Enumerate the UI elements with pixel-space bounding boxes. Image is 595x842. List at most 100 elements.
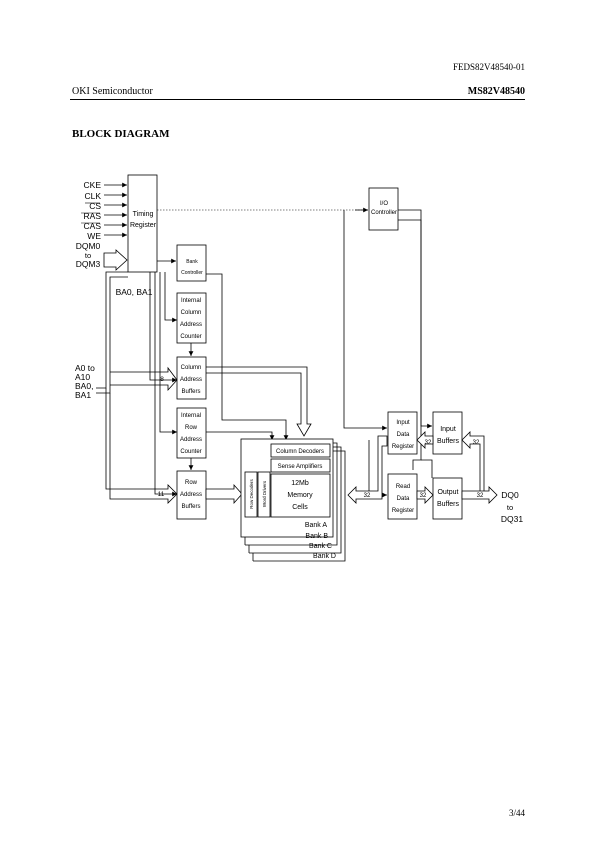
cke-label: CKE bbox=[84, 180, 102, 190]
page-number: 3/44 bbox=[508, 808, 525, 818]
bus-output-to-dq bbox=[461, 486, 498, 504]
svg-text:Sense Amplifiers: Sense Amplifiers bbox=[278, 464, 323, 470]
internal-row-counter: Internal Row Address Counter bbox=[176, 407, 207, 459]
column-address-buffers: Column Address Buffers bbox=[176, 356, 207, 400]
svg-text:DQM3: DQM3 bbox=[76, 259, 101, 269]
svg-text:Input: Input bbox=[396, 420, 410, 426]
svg-text:Row Decoders: Row Decoders bbox=[249, 478, 254, 508]
svg-text:Bank: Bank bbox=[186, 259, 198, 265]
company-name: OKI Semiconductor bbox=[72, 86, 153, 97]
svg-text:BA0,: BA0, bbox=[75, 381, 93, 391]
svg-text:Register: Register bbox=[392, 444, 414, 450]
address-bus bbox=[96, 271, 178, 504]
svg-text:Address: Address bbox=[180, 492, 202, 498]
svg-text:Controller: Controller bbox=[371, 210, 397, 216]
svg-text:Counter: Counter bbox=[180, 334, 201, 340]
svg-text:32: 32 bbox=[477, 493, 484, 499]
cas-label: CAS bbox=[84, 221, 102, 231]
row-decoders bbox=[244, 471, 258, 518]
svg-text:Register: Register bbox=[392, 508, 414, 514]
svg-text:Data: Data bbox=[397, 496, 410, 502]
ras-label: RAS bbox=[84, 211, 102, 221]
svg-text:Bank A: Bank A bbox=[305, 522, 328, 529]
dq-label: DQ0 to DQ31 bbox=[501, 490, 523, 524]
column-decoders bbox=[270, 443, 331, 458]
sense-amplifiers bbox=[270, 458, 331, 473]
svg-text:Buffers: Buffers bbox=[182, 389, 201, 395]
section-title: BLOCK DIAGRAM bbox=[72, 128, 170, 140]
svg-text:BA1: BA1 bbox=[75, 390, 91, 400]
clk-label: CLK bbox=[84, 191, 101, 201]
svg-text:Memory: Memory bbox=[287, 492, 313, 499]
svg-text:Column Decoders: Column Decoders bbox=[276, 449, 324, 455]
svg-text:A0 to: A0 to bbox=[75, 363, 95, 373]
row-address-buffers: Row Address Buffers bbox=[176, 470, 207, 520]
svg-text:Read: Read bbox=[396, 484, 410, 490]
bank-b-label: Bank B bbox=[305, 533, 328, 540]
svg-text:12Mb: 12Mb bbox=[291, 480, 309, 487]
bus-read-to-output bbox=[416, 486, 434, 504]
svg-text:Row: Row bbox=[185, 425, 198, 431]
svg-text:32: 32 bbox=[420, 493, 427, 499]
input-data-register: Input Data Register bbox=[387, 411, 418, 455]
svg-text:Controller: Controller bbox=[181, 270, 203, 276]
row-bus bbox=[205, 483, 243, 505]
bus-input-to-register bbox=[416, 431, 434, 449]
address-input-label: A0 to A10 BA0, BA1 bbox=[75, 363, 95, 400]
io-controller: I/O Controller bbox=[368, 187, 399, 231]
cs-label: CS bbox=[89, 201, 101, 211]
internal-column-counter: Internal Column Address Counter bbox=[176, 292, 207, 344]
timing-register: Timing Register bbox=[127, 174, 158, 273]
svg-text:Internal: Internal bbox=[181, 413, 201, 419]
svg-text:Timing: Timing bbox=[133, 211, 154, 218]
svg-text:Address: Address bbox=[180, 322, 202, 328]
svg-text:Buffers: Buffers bbox=[437, 438, 460, 445]
svg-text:Data: Data bbox=[397, 432, 410, 438]
input-buffers: Input Buffers bbox=[432, 411, 463, 455]
svg-text:to: to bbox=[507, 503, 513, 512]
svg-text:11: 11 bbox=[158, 491, 165, 498]
svg-text:Counter: Counter bbox=[180, 449, 201, 455]
we-label: WE bbox=[87, 231, 101, 241]
svg-text:32: 32 bbox=[425, 440, 432, 446]
svg-text:Cells: Cells bbox=[292, 504, 308, 511]
svg-text:Address: Address bbox=[180, 437, 202, 443]
svg-text:A10: A10 bbox=[75, 372, 90, 382]
svg-text:DQ0: DQ0 bbox=[501, 490, 519, 500]
svg-text:Register: Register bbox=[130, 222, 157, 229]
dqm-label: DQM0 bbox=[76, 241, 101, 251]
svg-text:8: 8 bbox=[160, 376, 164, 383]
read-data-register: Read Data Register bbox=[387, 473, 418, 520]
bank-a: Column Decoders Sense Amplifiers Row Dec… bbox=[240, 438, 334, 538]
svg-text:Internal: Internal bbox=[181, 298, 201, 304]
svg-text:Buffers: Buffers bbox=[437, 501, 460, 508]
header-rule bbox=[70, 99, 525, 100]
word-drivers bbox=[257, 471, 271, 518]
svg-text:Column: Column bbox=[181, 310, 202, 316]
svg-text:32: 32 bbox=[364, 493, 371, 499]
svg-text:Row: Row bbox=[185, 480, 198, 486]
svg-text:32: 32 bbox=[473, 440, 480, 446]
bank-c-label: Bank C bbox=[309, 543, 332, 550]
svg-text:Input: Input bbox=[440, 426, 456, 433]
svg-text:DQ31: DQ31 bbox=[501, 514, 523, 524]
column-bus bbox=[206, 366, 312, 437]
svg-text:Address: Address bbox=[180, 377, 202, 383]
bus-dq-to-input bbox=[461, 431, 485, 491]
document-code: FEDS82V48540-01 bbox=[452, 62, 525, 72]
bank-d-label: Bank D bbox=[313, 553, 336, 560]
ba-label: BA0, BA1 bbox=[116, 287, 153, 297]
data-bus-bank bbox=[347, 435, 388, 504]
part-number: MS82V48540 bbox=[467, 86, 525, 97]
svg-text:Output: Output bbox=[437, 489, 458, 496]
svg-text:I/O: I/O bbox=[380, 201, 388, 207]
bank-controller: Bank Controller bbox=[176, 244, 207, 282]
svg-text:Column: Column bbox=[181, 365, 202, 371]
output-buffers: Output Buffers bbox=[432, 477, 463, 520]
svg-text:to: to bbox=[85, 251, 91, 260]
control-inputs: CKE CLK CS RAS CAS WE DQM0 to DQM3 bbox=[76, 180, 128, 271]
svg-text:Word Drivers: Word Drivers bbox=[262, 480, 267, 507]
memory-cells bbox=[270, 473, 331, 518]
svg-text:Buffers: Buffers bbox=[182, 504, 201, 510]
